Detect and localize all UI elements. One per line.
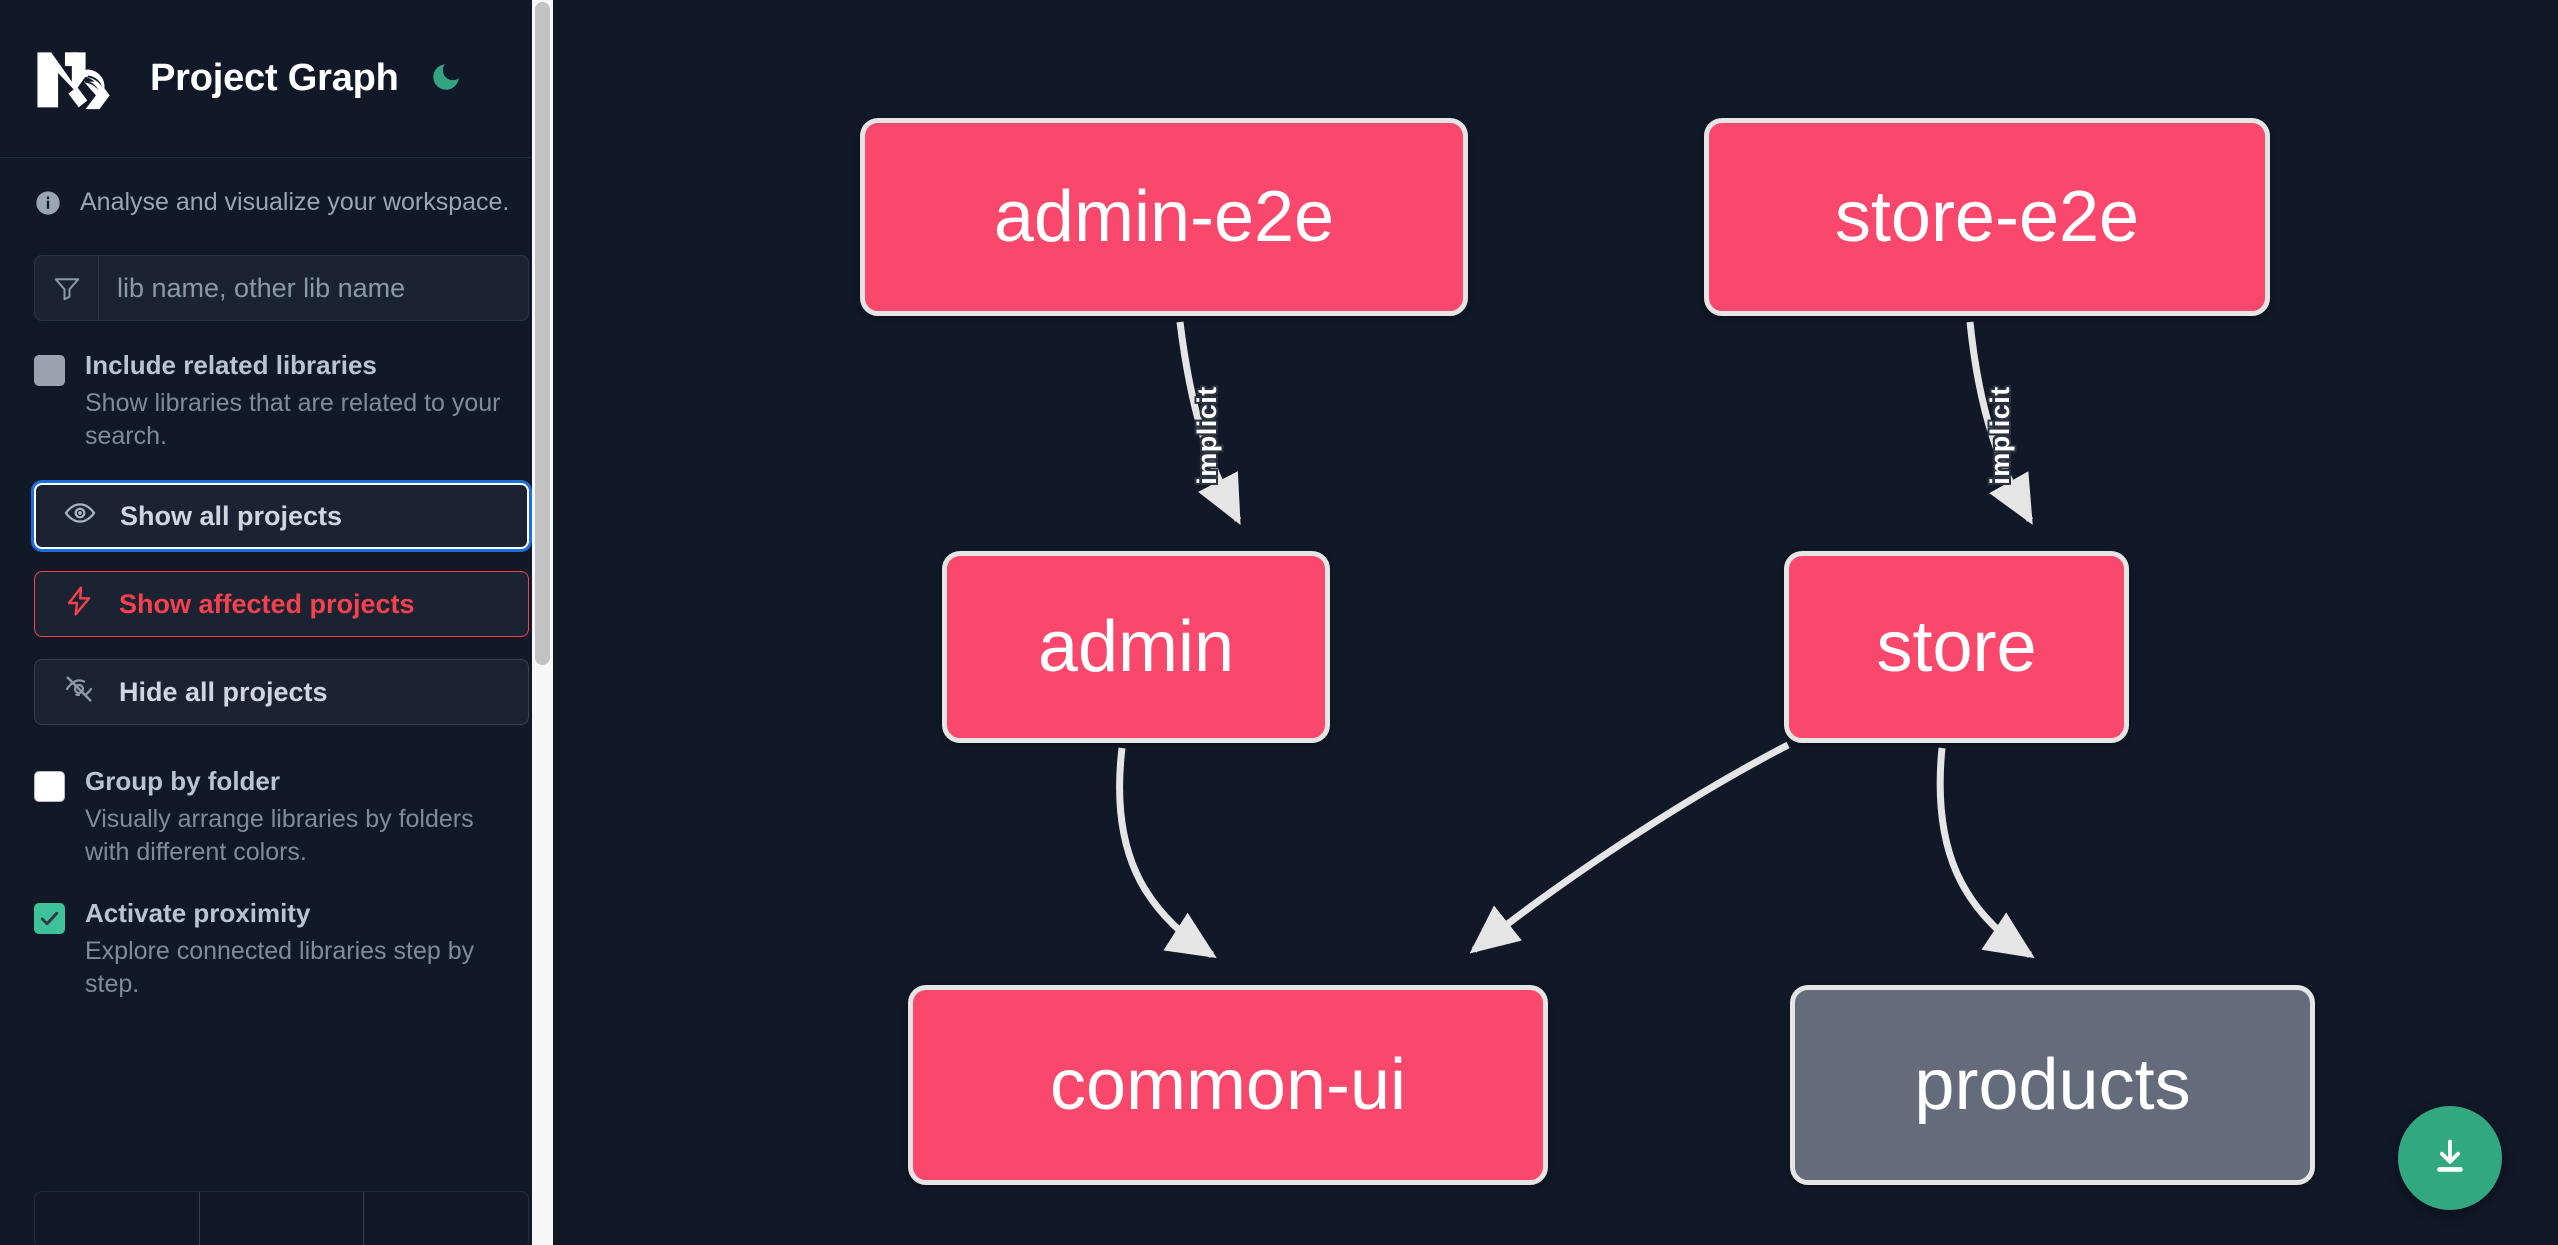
checkbox-group-by-folder-label: Group by folder [85, 766, 280, 796]
moon-icon [429, 60, 463, 97]
edge-store-to-common-ui [1469, 741, 1790, 954]
app-title: Project Graph [150, 57, 399, 99]
show-all-projects-button[interactable]: Show all projects [34, 483, 529, 549]
theme-toggle-button[interactable] [425, 58, 467, 100]
graph-node-admin-e2e[interactable]: admin-e2e [860, 118, 1468, 316]
graph-node-products-label: products [1914, 1045, 2191, 1125]
show-all-projects-label: Show all projects [120, 500, 343, 531]
segment-1[interactable] [35, 1192, 200, 1245]
segment-3[interactable] [364, 1192, 528, 1245]
checkbox-activate-proximity-description: Explore connected libraries step by step… [85, 936, 475, 998]
checkbox-activate-proximity-label: Activate proximity [85, 898, 311, 928]
eye-off-icon [63, 673, 95, 712]
graph-node-common-ui-label: common-ui [1049, 1045, 1407, 1125]
graph-node-store-label: store [1876, 607, 2037, 687]
checkbox-activate-proximity[interactable]: Activate proximity Explore connected lib… [0, 869, 553, 1001]
eye-icon [64, 497, 96, 536]
graph-node-admin-label: admin [1037, 607, 1235, 687]
hide-all-projects-label: Hide all projects [119, 676, 328, 707]
lightning-bolt-icon [63, 585, 95, 624]
hide-all-projects-button[interactable]: Hide all projects [34, 659, 529, 725]
project-visibility-buttons: Show all projects Show affected projects [0, 453, 553, 725]
filter-row [0, 217, 553, 321]
checkbox-include-related-libraries[interactable]: Include related libraries Show libraries… [0, 321, 553, 453]
sidebar-scrollbar[interactable] [532, 0, 553, 1245]
checkbox-include-related-libraries-box[interactable] [34, 355, 65, 386]
graph-node-common-ui[interactable]: common-ui [908, 985, 1548, 1185]
search-input[interactable] [99, 256, 528, 320]
checkbox-group-by-folder-box[interactable] [34, 771, 65, 802]
sidebar-scrollbar-thumb[interactable] [535, 2, 550, 665]
workspace-info-text: Analyse and visualize your workspace. [80, 188, 510, 216]
checkbox-include-related-libraries-label: Include related libraries [85, 350, 377, 380]
download-graph-button[interactable] [2398, 1106, 2502, 1210]
graph-node-store-e2e-label: store-e2e [1834, 177, 2140, 257]
sidebar: Project Graph [0, 0, 562, 1245]
workspace-info: Analyse and visualize your workspace. [0, 158, 553, 217]
graph-canvas[interactable]: implicit implicit admin-e2e store-e2e ad… [562, 0, 2558, 1245]
graph-node-admin[interactable]: admin [942, 551, 1330, 743]
graph-node-products[interactable]: products [1790, 985, 2315, 1185]
info-circle-icon [34, 189, 62, 217]
checkbox-include-related-libraries-description: Show libraries that are related to your … [85, 388, 501, 450]
proximity-step-segmented-control[interactable] [34, 1191, 529, 1245]
graph-edges [1116, 321, 2035, 959]
edge-store-e2e-to-store [1966, 321, 2034, 525]
funnel-filter-icon [35, 256, 99, 320]
checkbox-group-by-folder-description: Visually arrange libraries by folders wi… [85, 804, 474, 866]
checkbox-activate-proximity-box[interactable] [34, 903, 65, 934]
filter-box[interactable] [34, 255, 529, 321]
checkbox-group-by-folder[interactable]: Group by folder Visually arrange librari… [0, 725, 553, 869]
graph-node-store-e2e[interactable]: store-e2e [1704, 118, 2270, 316]
show-affected-projects-label: Show affected projects [119, 588, 415, 619]
edge-admin-e2e-to-admin [1176, 321, 1242, 525]
download-icon [2427, 1134, 2473, 1183]
graph-node-admin-e2e-label: admin-e2e [993, 177, 1335, 257]
graph-node-store[interactable]: store [1784, 551, 2129, 743]
show-affected-projects-button[interactable]: Show affected projects [34, 571, 529, 637]
edge-store-to-products [1936, 747, 2035, 959]
nx-logo-icon [34, 47, 120, 111]
edge-admin-to-common-ui [1116, 747, 1217, 959]
segment-2[interactable] [200, 1192, 365, 1245]
sidebar-header: Project Graph [0, 0, 553, 158]
